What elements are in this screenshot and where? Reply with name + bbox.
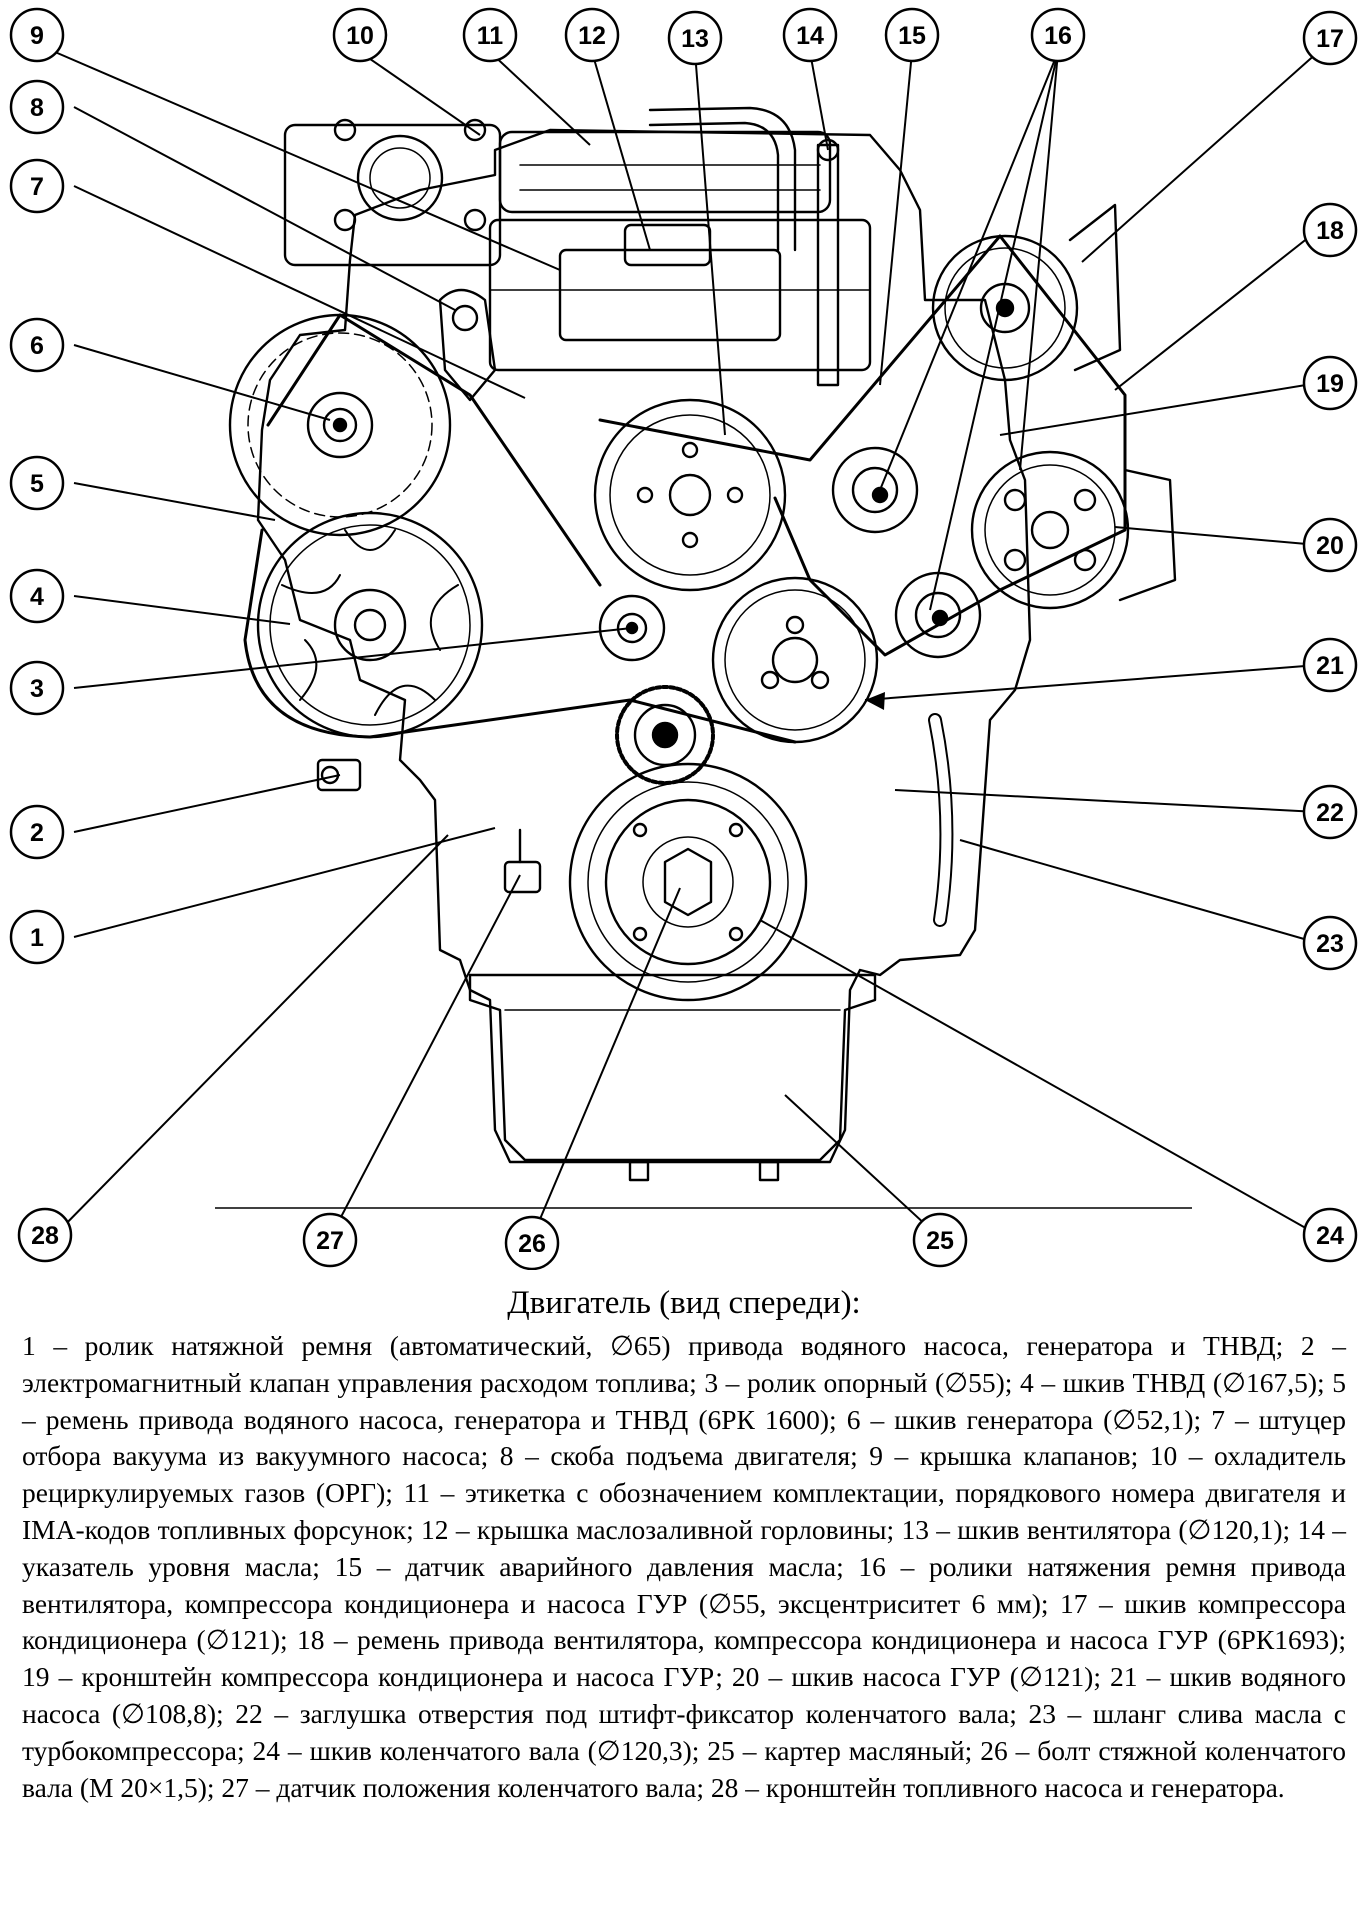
callout-label-19: 19 xyxy=(1316,370,1344,398)
leader-lines xyxy=(54,51,1319,1239)
caption-title: Двигатель (вид спереди): xyxy=(507,1285,861,1321)
oil-sump xyxy=(468,973,877,1182)
callout-label-25: 25 xyxy=(926,1227,954,1255)
callout-label-15: 15 xyxy=(898,22,926,50)
callout-10: 10 xyxy=(332,7,388,63)
callout-6: 6 xyxy=(9,317,65,373)
callout-label-11: 11 xyxy=(477,22,504,50)
callout-label-24: 24 xyxy=(1316,1222,1344,1250)
crankshaft-position-sensor xyxy=(503,828,542,894)
callout-19: 19 xyxy=(1302,355,1358,411)
callout-26: 26 xyxy=(504,1215,560,1270)
auto-tensioner-gear xyxy=(615,685,715,785)
callout-3: 3 xyxy=(9,660,65,716)
callout-label-27: 27 xyxy=(316,1227,344,1255)
callout-28: 28 xyxy=(17,1207,73,1263)
callout-2: 2 xyxy=(9,804,65,860)
accessory-belt-5 xyxy=(243,313,797,744)
callout-23: 23 xyxy=(1302,915,1358,971)
callout-label-7: 7 xyxy=(30,173,44,201)
callout-15: 15 xyxy=(884,7,940,63)
throttle-body xyxy=(283,118,502,267)
callout-label-28: 28 xyxy=(31,1222,59,1250)
callout-5: 5 xyxy=(9,455,65,511)
callout-label-18: 18 xyxy=(1316,217,1344,245)
callout-label-6: 6 xyxy=(30,332,44,360)
callout-label-3: 3 xyxy=(30,675,44,703)
callout-label-26: 26 xyxy=(518,1230,546,1258)
callout-17: 17 xyxy=(1302,10,1358,66)
arrow-22 xyxy=(865,692,885,710)
callout-label-13: 13 xyxy=(681,25,709,53)
callout-11: 11 xyxy=(462,7,518,63)
callout-label-20: 20 xyxy=(1316,532,1344,560)
callout-9: 9 xyxy=(9,7,65,63)
callout-25: 25 xyxy=(912,1212,968,1268)
oil-filler-tube xyxy=(648,106,840,387)
callout-label-21: 21 xyxy=(1316,652,1344,680)
callout-21: 21 xyxy=(1302,637,1358,693)
callout-14: 14 xyxy=(782,7,838,63)
callout-8: 8 xyxy=(9,79,65,135)
callout-13: 13 xyxy=(667,10,723,66)
callout-label-9: 9 xyxy=(30,22,44,50)
lifting-bracket xyxy=(438,288,497,402)
power-steering-pulley xyxy=(970,450,1177,610)
callout-label-1: 1 xyxy=(30,924,44,952)
callout-label-14: 14 xyxy=(796,22,824,50)
callout-label-17: 17 xyxy=(1316,25,1344,53)
fan-pulley xyxy=(593,398,787,592)
callout-label-12: 12 xyxy=(578,22,606,50)
callout-24: 24 xyxy=(1302,1207,1358,1263)
accessory-belt-18 xyxy=(598,234,1127,657)
callout-22: 22 xyxy=(1302,784,1358,840)
callouts: 1 2 3 4 5 6 7 8 9 10 11 12 13 14 15 16 1… xyxy=(9,7,1358,1270)
callout-label-4: 4 xyxy=(30,583,44,611)
callout-12: 12 xyxy=(564,7,620,63)
callout-label-8: 8 xyxy=(30,94,44,122)
callout-20: 20 xyxy=(1302,517,1358,573)
callout-16: 16 xyxy=(1030,7,1086,63)
callout-label-5: 5 xyxy=(30,470,44,498)
callout-label-2: 2 xyxy=(30,819,44,847)
egr-cooler xyxy=(498,130,832,214)
callout-label-23: 23 xyxy=(1316,930,1344,958)
callout-4: 4 xyxy=(9,568,65,624)
fuel-pump-pulley xyxy=(256,511,484,739)
callout-7: 7 xyxy=(9,158,65,214)
tensioner-pulley-lower xyxy=(894,571,982,659)
water-pump-pulley xyxy=(711,576,879,744)
callout-label-16: 16 xyxy=(1044,22,1072,50)
caption-legend: 1 – ролик натяжной ремня (автоматический… xyxy=(22,1330,1346,1803)
callout-label-10: 10 xyxy=(346,22,374,50)
engine-front-view-drawing: 1 2 3 4 5 6 7 8 9 10 11 12 13 14 15 16 1… xyxy=(9,7,1358,1270)
callout-27: 27 xyxy=(302,1212,358,1268)
callout-1: 1 xyxy=(9,909,65,965)
callout-18: 18 xyxy=(1302,202,1358,258)
tensioner-pulley-upper xyxy=(831,446,919,534)
crankshaft-pulley xyxy=(568,762,808,1002)
callout-label-22: 22 xyxy=(1316,799,1344,827)
valve-cover xyxy=(488,218,872,372)
